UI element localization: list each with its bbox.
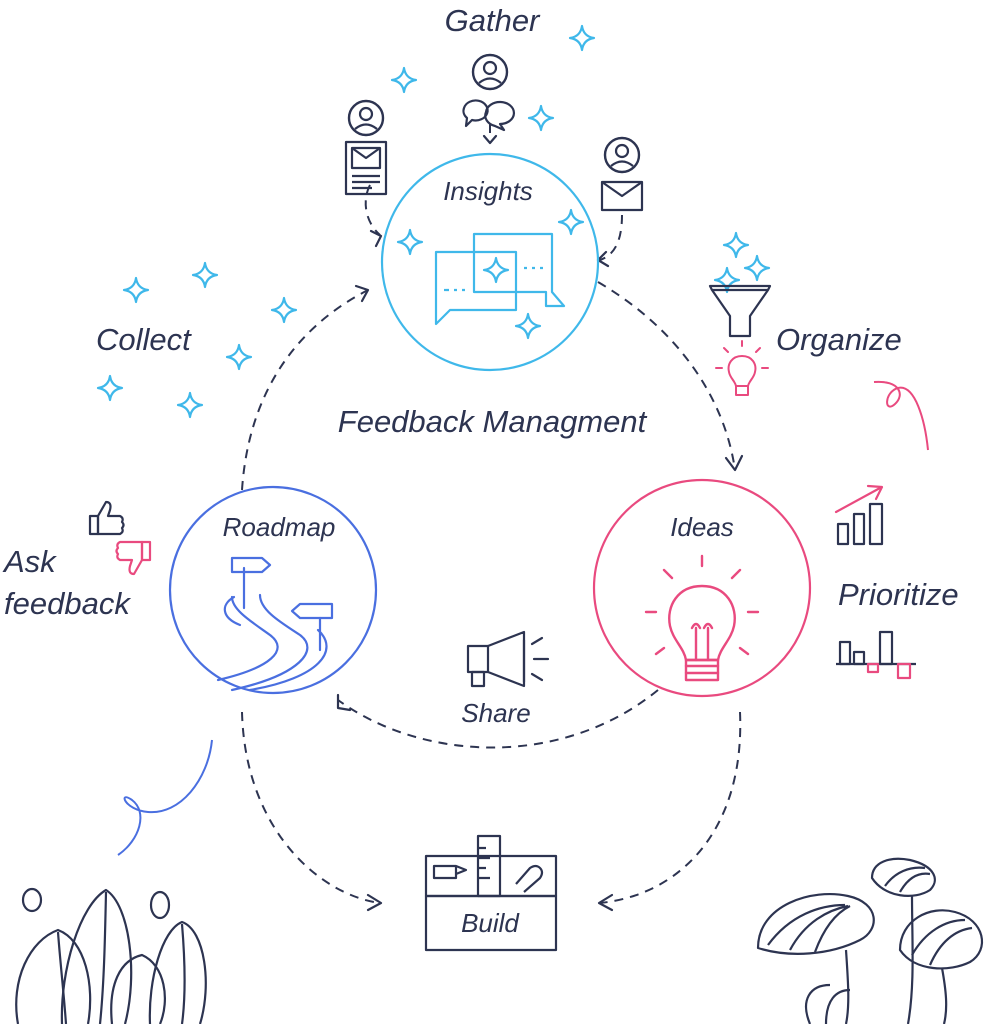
connector-ideas-to-roadmap [337, 689, 659, 749]
sparkle-icon [176, 391, 204, 419]
sparkles [96, 24, 771, 419]
signpost-road-icon [216, 556, 334, 692]
lightbulb-icon [644, 554, 760, 682]
connector-roadmap-to-insights [241, 289, 369, 491]
roadmap-circle [168, 485, 378, 695]
label-feedback: feedback [4, 586, 131, 621]
sparkle-icon [743, 254, 771, 282]
label-prioritize: Prioritize [838, 577, 959, 612]
connector-insights-to-ideas [597, 281, 736, 471]
newsletter-icon [344, 140, 388, 196]
user-icon [471, 53, 509, 91]
sparkle-icon [514, 312, 542, 340]
connector-roadmap-to-build [241, 711, 381, 904]
blue-squiggle [117, 739, 213, 856]
thumbs-up-icon [88, 500, 125, 536]
insights-circle [380, 152, 600, 372]
node-label-build: Build [461, 908, 520, 938]
sparkle-icon [568, 24, 596, 52]
node-label-ideas: Ideas [670, 512, 734, 542]
connector-newsletter [364, 184, 381, 236]
speech-bubbles-icon [434, 232, 566, 326]
toolbox-icon [424, 834, 558, 952]
sparkle-icon [270, 296, 298, 324]
bar-chart-up-icon [836, 502, 884, 546]
small-lightbulb-icon [715, 340, 769, 396]
pink-squiggle [873, 380, 929, 451]
node-label-roadmap: Roadmap [223, 512, 336, 542]
trend-arrow-icon [834, 484, 884, 514]
ideas-circle [592, 478, 812, 698]
connector-lines [241, 124, 742, 904]
mushroom-plant [756, 857, 984, 1024]
sparkle-icon [191, 261, 219, 289]
bar-chart-mixed-icon [836, 630, 916, 666]
label-gather: Gather [445, 3, 541, 38]
connector-email [599, 214, 623, 261]
sparkle-icon [713, 266, 741, 294]
label-collect: Collect [96, 322, 192, 357]
arrowheads [336, 134, 744, 912]
chat-bubbles-icon [462, 99, 516, 132]
sparkle-icon [557, 208, 585, 236]
funnel-icon [708, 284, 772, 338]
node-label-insights: Insights [443, 176, 533, 206]
sparkle-icon [96, 374, 124, 402]
leaves-plant [15, 887, 207, 1024]
negative-bars [866, 662, 912, 680]
label-ask: Ask [2, 544, 57, 579]
user-icon [603, 136, 641, 174]
sparkle-icon [225, 343, 253, 371]
user-icon [347, 99, 385, 137]
label-share: Share [461, 698, 530, 728]
sparkle-icon [390, 66, 418, 94]
sparkle-icon [527, 104, 555, 132]
label-organize: Organize [776, 322, 902, 357]
diagram-title: Feedback Managment [338, 404, 648, 439]
thumbs-down-icon [115, 540, 152, 576]
sparkle-icon [396, 228, 424, 256]
envelope-icon [600, 180, 644, 212]
connector-ideas-to-build [599, 711, 742, 904]
sparkle-icon [722, 231, 750, 259]
megaphone-icon [466, 630, 550, 688]
sparkle-icon [482, 256, 510, 284]
sparkle-icon [122, 276, 150, 304]
